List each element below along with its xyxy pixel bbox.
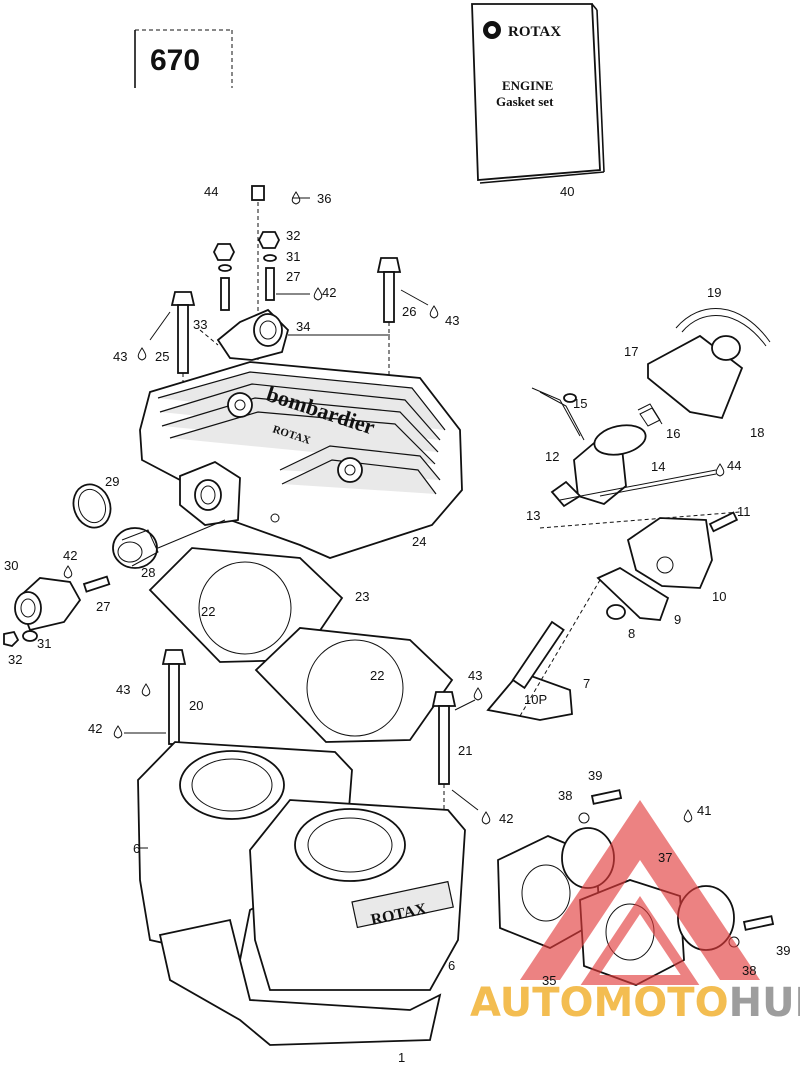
callout: 42 — [322, 285, 336, 300]
callout: 42 — [499, 811, 513, 826]
callout: 43 — [113, 349, 127, 364]
callout: 28 — [141, 565, 155, 580]
callout: 26 — [402, 304, 416, 319]
callout: 29 — [105, 474, 119, 489]
rotary-valve: 10P — [486, 566, 670, 721]
callout: 6 — [133, 841, 140, 856]
callout: 8 — [628, 626, 635, 641]
svg-text:AUTOMOTOHUB: AUTOMOTOHUB — [470, 980, 800, 1026]
callout: 27 — [96, 599, 110, 614]
callout: 30 — [4, 558, 18, 573]
callout: 15 — [573, 396, 587, 411]
booklet-brand: ROTAX — [508, 24, 561, 40]
lubricant-droplets — [63, 191, 725, 825]
valve-mark: 10P — [524, 692, 547, 707]
callout: 13 — [526, 508, 540, 523]
callout: 34 — [296, 319, 310, 334]
automotohub-watermark: AUTOMOTOHUB — [470, 800, 800, 1026]
callout: 22 — [370, 668, 384, 683]
droplet-icon — [473, 687, 483, 701]
droplet-icon — [715, 463, 725, 477]
droplet-icon — [137, 347, 147, 361]
callout: 31 — [37, 636, 51, 651]
callout: 16 — [666, 426, 680, 441]
top-hardware — [212, 185, 310, 360]
callout: 37 — [658, 850, 672, 865]
callout: 17 — [624, 344, 638, 359]
callout: 42 — [63, 548, 77, 563]
callout: 44 — [204, 184, 218, 199]
watermark-logo-icon — [520, 800, 760, 980]
callout: 18 — [750, 425, 764, 440]
callout: 33 — [193, 317, 207, 332]
model-number-box: 670 — [134, 29, 233, 88]
rave-valve — [531, 308, 771, 508]
callout: 24 — [412, 534, 426, 549]
callout: 32 — [286, 228, 300, 243]
model-number: 670 — [150, 44, 200, 77]
callout: 6 — [448, 958, 455, 973]
callout: 14 — [651, 459, 665, 474]
droplet-icon — [313, 287, 323, 301]
booklet-line2: Gasket set — [496, 94, 554, 109]
callout: 35 — [542, 973, 556, 988]
callout: 25 — [155, 349, 169, 364]
callout: 22 — [201, 604, 215, 619]
droplet-icon — [113, 725, 123, 739]
water-outlet — [199, 308, 390, 361]
callout: 11 — [737, 504, 751, 519]
droplet-icon — [291, 191, 301, 205]
callout: 39 — [588, 768, 602, 783]
callout: 21 — [458, 743, 472, 758]
callouts: 1 6 6 7 8 9 10 11 12 13 14 15 16 17 18 1… — [4, 184, 790, 1065]
callout: 39 — [776, 943, 790, 958]
callout: 38 — [742, 963, 756, 978]
valve-housing — [539, 511, 741, 589]
cylinder-bolts — [124, 649, 479, 826]
thermostat-parts — [72, 483, 226, 569]
callout: 31 — [286, 249, 300, 264]
callout: 27 — [286, 269, 300, 284]
callout: 36 — [317, 191, 331, 206]
watermark-part2: HUB — [729, 980, 800, 1026]
droplet-icon — [481, 811, 491, 825]
booklet-line1: ENGINE — [502, 78, 553, 93]
callout: 44 — [727, 458, 741, 473]
callout: 19 — [707, 285, 721, 300]
callout: 20 — [189, 698, 203, 713]
watermark-part1: AUTOMOTO — [470, 980, 729, 1026]
callout-40: 40 — [560, 184, 574, 199]
thermostat-housing — [3, 575, 111, 647]
callout: 23 — [355, 589, 369, 604]
gasket-set-booklet: ROTAX ENGINE Gasket set 40 — [471, 3, 605, 199]
head-gaskets — [148, 547, 454, 743]
callout: 32 — [8, 652, 22, 667]
callout: 43 — [445, 313, 459, 328]
callout: 38 — [558, 788, 572, 803]
droplet-icon — [63, 565, 73, 579]
callout: 41 — [697, 803, 711, 818]
droplet-icon — [429, 305, 439, 319]
droplet-icon — [141, 683, 151, 697]
callout: 12 — [545, 449, 559, 464]
droplet-icon — [683, 809, 693, 823]
callout: 9 — [674, 612, 681, 627]
callout: 42 — [88, 721, 102, 736]
callout: 43 — [116, 682, 130, 697]
cylinders: ROTAX — [137, 741, 466, 1046]
callout: 43 — [468, 668, 482, 683]
callout: 1 — [398, 1050, 405, 1065]
cylinder-head: bombardier ROTAX — [139, 361, 463, 559]
callout: 7 — [583, 676, 590, 691]
callout: 10 — [712, 589, 726, 604]
